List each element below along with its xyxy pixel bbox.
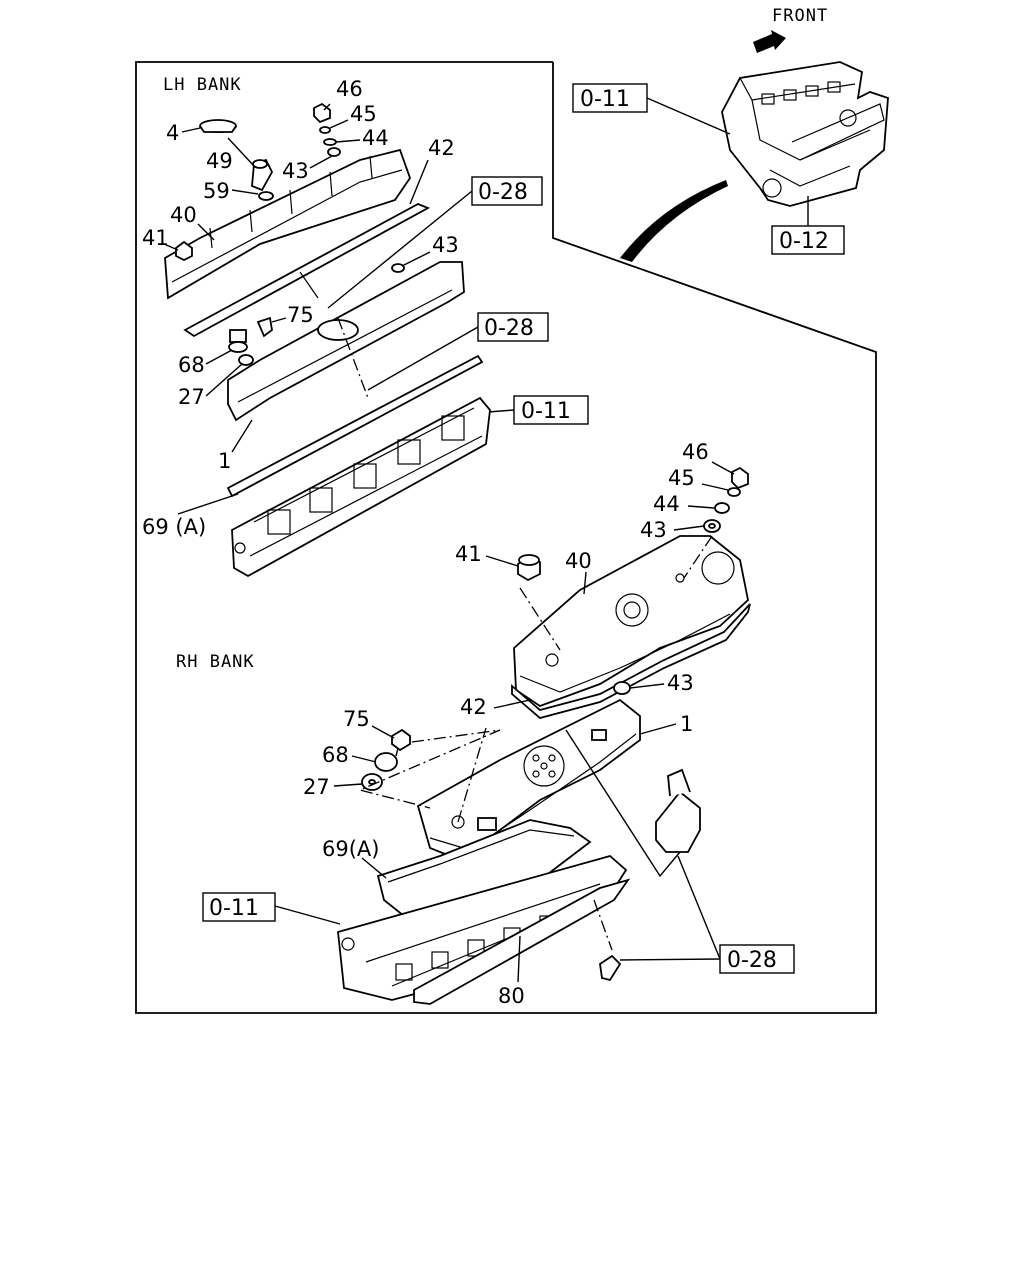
front-arrow-icon bbox=[753, 30, 786, 53]
svg-text:69(A): 69(A) bbox=[322, 837, 379, 861]
lh-gasket-69 bbox=[226, 354, 484, 498]
svg-text:0-11: 0-11 bbox=[521, 399, 571, 424]
ref-rh-head[interactable]: 0-11 bbox=[202, 892, 341, 925]
rh-upper-cover bbox=[513, 535, 749, 708]
front-label: FRONT bbox=[772, 6, 828, 26]
svg-text:59: 59 bbox=[203, 179, 230, 203]
svg-text:80: 80 bbox=[498, 984, 525, 1008]
svg-text:1: 1 bbox=[218, 449, 231, 473]
ref-lh-cover[interactable]: 0-28 bbox=[367, 312, 549, 391]
lh-grommet-43 bbox=[327, 147, 341, 157]
svg-text:41: 41 bbox=[142, 226, 169, 250]
svg-text:43: 43 bbox=[432, 233, 459, 257]
svg-text:44: 44 bbox=[653, 492, 680, 516]
svg-text:43: 43 bbox=[282, 159, 309, 183]
svg-text:4: 4 bbox=[166, 121, 179, 145]
engine-overview bbox=[620, 61, 889, 262]
rh-bank-label: RH BANK bbox=[176, 652, 255, 672]
svg-text:69 (A): 69 (A) bbox=[142, 515, 206, 539]
rh-washer-45 bbox=[727, 487, 741, 497]
rh-bolt-75 bbox=[391, 728, 411, 752]
svg-text:45: 45 bbox=[668, 466, 695, 490]
lh-bolt-75 bbox=[256, 316, 273, 338]
ref-engine-block[interactable]: 0-12 bbox=[771, 196, 845, 255]
svg-text:0-28: 0-28 bbox=[484, 316, 534, 341]
lh-filler-ring bbox=[258, 191, 274, 201]
svg-text:68: 68 bbox=[322, 743, 349, 767]
ref-lh-head[interactable]: 0-11 bbox=[487, 395, 589, 425]
svg-text:0-28: 0-28 bbox=[478, 180, 528, 205]
svg-text:41: 41 bbox=[455, 542, 482, 566]
rh-bank-parts bbox=[337, 466, 751, 1005]
rh-nut-46 bbox=[731, 466, 749, 490]
svg-text:1: 1 bbox=[680, 712, 693, 736]
svg-text:40: 40 bbox=[170, 203, 197, 227]
rh-gasket-69 bbox=[376, 819, 592, 917]
front-indicator: FRONT bbox=[753, 6, 828, 53]
svg-text:42: 42 bbox=[460, 695, 487, 719]
svg-text:27: 27 bbox=[303, 775, 330, 799]
lh-plug-41 bbox=[175, 240, 193, 262]
svg-text:0-11: 0-11 bbox=[580, 87, 630, 112]
svg-text:46: 46 bbox=[682, 440, 709, 464]
svg-text:42: 42 bbox=[428, 136, 455, 160]
ref-rh-fasteners[interactable]: 0-28 bbox=[619, 855, 795, 974]
svg-text:43: 43 bbox=[667, 671, 694, 695]
lh-gasket-42 bbox=[183, 203, 431, 338]
rh-grommet-43b bbox=[613, 681, 631, 695]
rh-gasket-42 bbox=[511, 603, 751, 719]
rh-labels: 46 45 44 43 41 40 43 42 1 75 68 27 69(A)… bbox=[303, 440, 735, 1008]
svg-text:45: 45 bbox=[350, 102, 377, 126]
svg-text:27: 27 bbox=[178, 385, 205, 409]
lh-bank-parts bbox=[164, 102, 491, 578]
lh-washer-44 bbox=[323, 138, 337, 146]
lh-bank-label: LH BANK bbox=[163, 75, 242, 95]
svg-text:43: 43 bbox=[640, 518, 667, 542]
svg-text:44: 44 bbox=[362, 126, 389, 150]
svg-text:68: 68 bbox=[178, 353, 205, 377]
rh-manifold-80 bbox=[413, 878, 631, 1005]
lh-labels: 4 49 59 40 41 46 45 44 43 42 43 75 68 27… bbox=[142, 77, 459, 539]
diagram-frame bbox=[135, 61, 877, 1014]
ref-engine-head[interactable]: 0-11 bbox=[572, 83, 731, 135]
svg-text:75: 75 bbox=[343, 707, 370, 731]
lh-washer-68 bbox=[228, 341, 248, 353]
svg-text:49: 49 bbox=[206, 149, 233, 173]
ref-lh-cover-gasket[interactable]: 0-28 bbox=[327, 176, 543, 309]
svg-text:46: 46 bbox=[336, 77, 363, 101]
rh-washer-44 bbox=[714, 502, 730, 514]
svg-text:0-28: 0-28 bbox=[727, 948, 777, 973]
view-direction-arrow bbox=[620, 180, 728, 262]
svg-text:75: 75 bbox=[287, 303, 314, 327]
lh-grommet-27 bbox=[238, 354, 254, 366]
lh-washer-45 bbox=[319, 126, 331, 134]
svg-text:0-12: 0-12 bbox=[779, 229, 829, 254]
svg-text:0-11: 0-11 bbox=[209, 896, 259, 921]
rh-bolt bbox=[599, 954, 622, 982]
rh-washer-68 bbox=[374, 752, 398, 772]
rh-breather bbox=[655, 790, 701, 853]
svg-text:40: 40 bbox=[565, 549, 592, 573]
lh-upper-cover bbox=[164, 148, 412, 300]
